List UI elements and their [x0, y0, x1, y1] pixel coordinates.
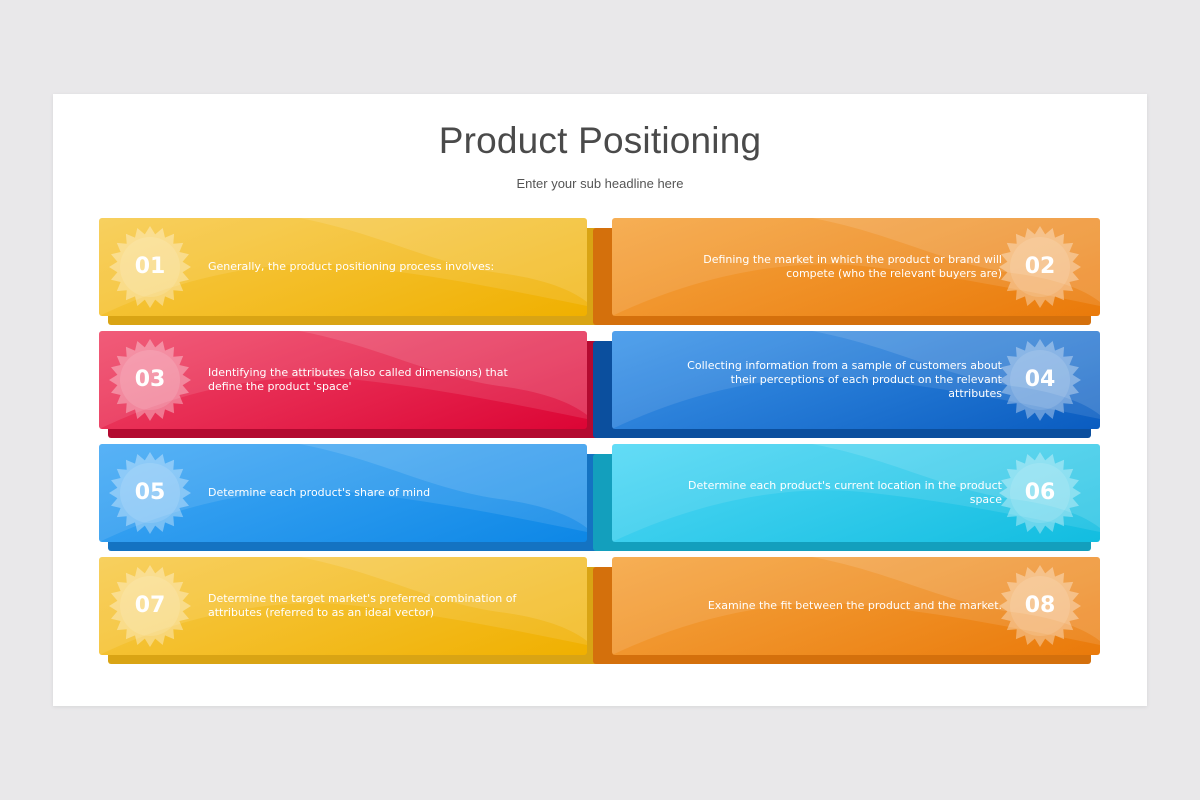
- starburst-badge-icon: 08: [998, 564, 1082, 648]
- step-card-04: Collecting information from a sample of …: [593, 331, 1100, 438]
- step-card-face: Determine each product's current locatio…: [612, 444, 1100, 542]
- step-card-07: Determine the target market's preferred …: [99, 557, 606, 664]
- step-description: Collecting information from a sample of …: [687, 359, 1002, 400]
- step-card-face: Defining the market in which the product…: [612, 218, 1100, 316]
- step-card-08: Examine the fit between the product and …: [593, 557, 1100, 664]
- wave-highlight: [99, 444, 587, 542]
- step-description: Examine the fit between the product and …: [707, 599, 1002, 612]
- step-description: Generally, the product positioning proce…: [208, 260, 495, 273]
- step-description: Identifying the attributes (also called …: [208, 366, 508, 393]
- step-card-03: Identifying the attributes (also called …: [99, 331, 606, 438]
- wave-highlight: [612, 218, 1100, 316]
- step-description: Defining the market in which the product…: [703, 253, 1002, 280]
- slide-title: Product Positioning: [438, 120, 762, 161]
- step-description: Determine each product's current locatio…: [688, 479, 1002, 506]
- step-card-02: Defining the market in which the product…: [593, 218, 1100, 325]
- step-card-06: Determine each product's current locatio…: [593, 444, 1100, 551]
- starburst-badge-icon: 01: [108, 225, 192, 309]
- step-description: Determine each product's share of mind: [208, 486, 431, 499]
- step-card-face: Determine each product's share of mind: [99, 444, 587, 542]
- step-number: 01: [134, 254, 166, 279]
- step-number: 04: [1024, 367, 1056, 392]
- step-number: 03: [134, 367, 166, 392]
- step-number: 08: [1024, 593, 1056, 618]
- wave-highlight: [612, 444, 1100, 542]
- starburst-badge-icon: 02: [998, 225, 1082, 309]
- starburst-badge-icon: 04: [998, 338, 1082, 422]
- step-card-face: Identifying the attributes (also called …: [99, 331, 587, 429]
- step-card-face: Collecting information from a sample of …: [612, 331, 1100, 429]
- step-card-01: Generally, the product positioning proce…: [99, 218, 606, 325]
- slide-subtitle: Enter your sub headline here: [516, 176, 684, 191]
- wave-highlight: [612, 331, 1100, 429]
- wave-highlight: [99, 331, 587, 429]
- step-card-face: Examine the fit between the product and …: [612, 557, 1100, 655]
- slide: Product Positioning Enter your sub headl…: [53, 94, 1147, 706]
- starburst-badge-icon: 03: [108, 338, 192, 422]
- starburst-badge-icon: 05: [108, 451, 192, 535]
- step-number: 06: [1024, 480, 1056, 505]
- step-card-05: Determine each product's share of mind 05: [99, 444, 606, 551]
- wave-highlight: [99, 218, 587, 316]
- step-description: Determine the target market's preferred …: [208, 592, 517, 619]
- step-number: 02: [1024, 254, 1056, 279]
- step-number: 07: [134, 593, 166, 618]
- step-number: 05: [134, 480, 166, 505]
- step-card-face: Generally, the product positioning proce…: [99, 218, 587, 316]
- wave-highlight: [99, 557, 587, 655]
- wave-highlight: [612, 557, 1100, 655]
- step-card-face: Determine the target market's preferred …: [99, 557, 587, 655]
- starburst-badge-icon: 06: [998, 451, 1082, 535]
- starburst-badge-icon: 07: [108, 564, 192, 648]
